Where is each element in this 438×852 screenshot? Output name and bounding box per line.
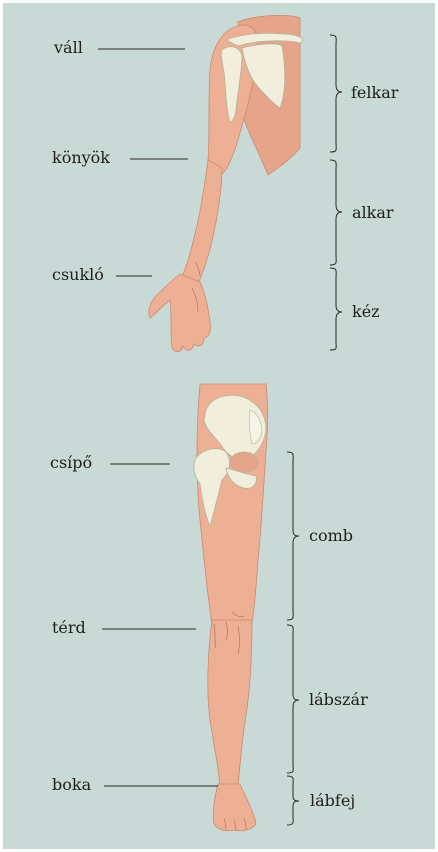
foot-brace [287, 776, 299, 825]
pelvis-opening [230, 452, 258, 472]
thigh-brace [287, 452, 299, 620]
label-ankle: boka [52, 776, 91, 794]
arm-illustration [149, 15, 303, 351]
forearm-brace [330, 160, 342, 265]
foot-shape [213, 784, 256, 831]
label-wrist: csukló [52, 266, 104, 284]
upper-arm-brace [330, 35, 342, 152]
label-knee: térd [52, 619, 86, 637]
hand-shape [149, 274, 211, 352]
leg-illustration [194, 384, 268, 831]
label-forearm: alkar [352, 204, 394, 222]
lower-leg-brace [287, 625, 299, 773]
label-shoulder: váll [54, 39, 83, 57]
forearm-shape [182, 160, 222, 284]
label-upper-arm: felkar [351, 84, 398, 102]
label-thigh: comb [309, 527, 353, 545]
label-lower-leg: lábszár [309, 691, 368, 709]
label-hip: csípő [50, 454, 92, 472]
label-elbow: könyök [52, 149, 110, 167]
hand-brace [330, 268, 342, 350]
label-hand: kéz [352, 303, 380, 321]
lower-leg-shape [208, 620, 252, 786]
label-foot: lábfej [310, 792, 355, 810]
